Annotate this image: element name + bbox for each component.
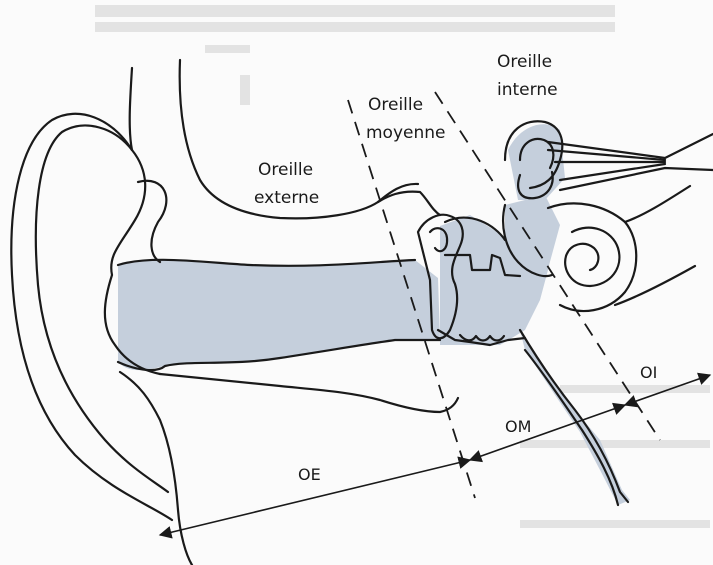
inner-ear-label-line2: interne [497,80,558,100]
middle-ear-label-line1: Oreille [368,95,423,115]
inner-ear-label-line1: Oreille [497,52,552,72]
outer-ear-segment-label: OE [298,465,321,484]
middle-ear-segment-label: OM [505,417,531,436]
outer-ear-label-line1: Oreille [258,160,313,180]
outer-ear-label-line2: externe [254,188,319,208]
middle-ear-label-line2: moyenne [366,123,446,143]
inner-ear-segment-label: OI [640,363,657,382]
segment-arrows [160,375,710,535]
